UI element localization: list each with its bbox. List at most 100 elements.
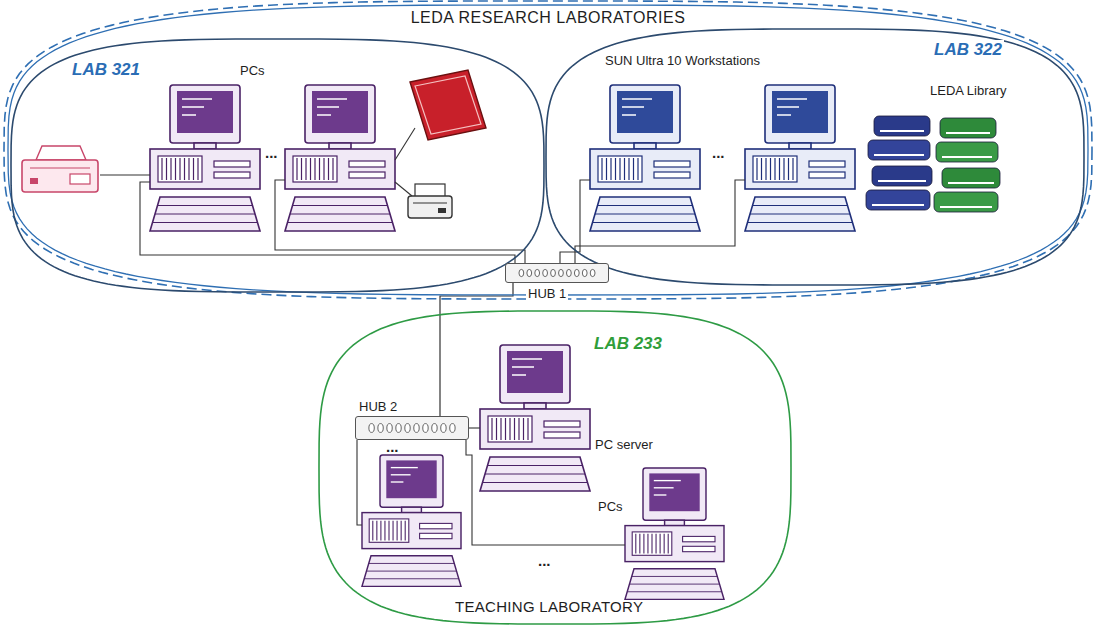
vent [193, 158, 194, 180]
vent [615, 158, 616, 180]
region-outline [3, 0, 1093, 300]
drive [349, 172, 385, 178]
hub-port [582, 269, 587, 276]
book [874, 116, 930, 136]
vent [384, 521, 385, 541]
pc-icon [625, 468, 724, 599]
drive-bay [753, 156, 797, 182]
hub-label: HUB 1 [526, 287, 568, 302]
vent [161, 158, 162, 180]
system-unit [625, 526, 724, 562]
building-region: LEDA RESEARCH LABORATORIESLAB 321PCsLAB … [3, 0, 1093, 300]
key-row [364, 578, 459, 579]
printer-slot [413, 203, 447, 204]
vent [651, 534, 652, 554]
vent [656, 534, 657, 554]
key-row [595, 214, 695, 215]
monitor-stand [329, 143, 351, 149]
network-cable [575, 180, 745, 263]
vent [380, 521, 381, 541]
system-unit [285, 149, 395, 189]
hub-port [535, 269, 540, 276]
book-pages [872, 204, 924, 206]
key-row [488, 465, 583, 466]
drive-bay [632, 532, 672, 555]
vent [301, 158, 302, 180]
key-row [598, 205, 693, 206]
lab-name: LAB 233 [592, 334, 664, 354]
workstation-icon [590, 85, 700, 231]
hub-port [396, 424, 401, 433]
printer-icon [22, 146, 98, 192]
workstation-icon [745, 85, 855, 231]
vent [664, 534, 665, 554]
screen-line [622, 98, 652, 100]
screen [177, 91, 233, 133]
monitor-stand [194, 143, 216, 149]
screen-line [777, 106, 799, 108]
drive [544, 432, 580, 438]
network-link [440, 283, 513, 416]
hub-port [543, 269, 548, 276]
network-cable [275, 180, 525, 263]
keyboard [625, 569, 724, 600]
vent [601, 158, 602, 180]
screen-line [317, 114, 331, 116]
vent [788, 158, 789, 180]
printer-body [408, 196, 452, 218]
key-row [155, 214, 255, 215]
network-hub: HUB 1 [505, 263, 609, 283]
screen [772, 91, 828, 133]
vent [505, 418, 506, 440]
monitor [380, 455, 443, 507]
book [936, 142, 998, 162]
vent [405, 521, 406, 541]
vent [328, 158, 329, 180]
monitor-stand [665, 520, 685, 525]
vent [639, 534, 640, 554]
key-row [627, 591, 722, 592]
key-row [630, 584, 720, 585]
network-cable [357, 440, 362, 525]
vent [305, 158, 306, 180]
book-pages [948, 182, 994, 184]
system-unit [480, 409, 590, 449]
screen-line [182, 106, 204, 108]
hub-port [590, 269, 595, 276]
vent [397, 521, 398, 541]
screen [507, 351, 563, 393]
monitor [765, 85, 835, 143]
lab-region: LAB 322SUN Ultra 10 WorkstationsLEDA Lib… [545, 28, 1085, 286]
server-icon [480, 345, 590, 491]
key-row [753, 205, 848, 206]
lab-region: LAB 321PCs [10, 38, 545, 293]
pc-icon [150, 85, 260, 231]
device-label: PCs [598, 500, 623, 515]
network-cable [466, 440, 625, 545]
hub-label: HUB 2 [359, 400, 397, 415]
key-row [483, 482, 588, 483]
drive-bay [488, 416, 532, 442]
book-stack [866, 116, 1000, 212]
monitor-stand [524, 403, 546, 409]
vent [765, 158, 766, 180]
ellipsis-mark: ... [712, 144, 725, 161]
hub-port [405, 424, 410, 433]
hub-port [519, 269, 524, 276]
vent [637, 158, 638, 180]
hub-port [441, 424, 446, 433]
printer-button [438, 208, 446, 213]
vent [310, 158, 311, 180]
drive [809, 161, 845, 167]
key-row [750, 214, 850, 215]
key-row [593, 222, 698, 223]
vent [179, 158, 180, 180]
vent [624, 158, 625, 180]
hub-port [567, 269, 572, 276]
screen-line [391, 467, 418, 468]
vent [372, 521, 373, 541]
pc-icon [362, 455, 461, 586]
book [872, 166, 932, 186]
hub-port [527, 269, 532, 276]
